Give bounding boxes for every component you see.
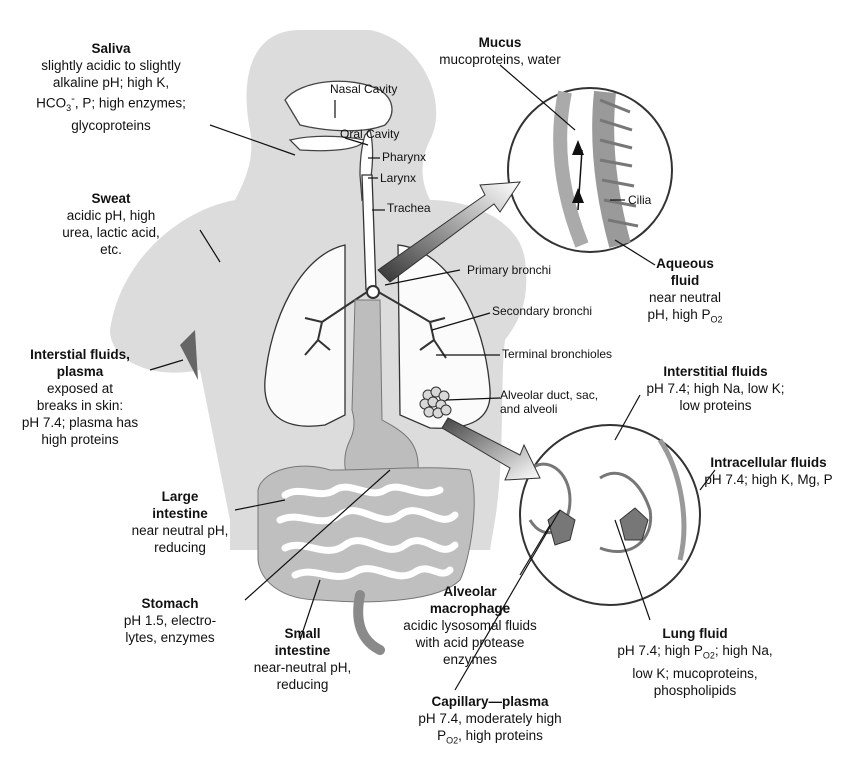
label-primary-bronchi: Primary bronchi bbox=[467, 263, 551, 277]
lung-fluid-line3: phospholipids bbox=[600, 682, 790, 699]
mucus-line1: mucoproteins, water bbox=[425, 51, 575, 68]
large-intestine-title1: Large bbox=[110, 488, 250, 505]
aqueous-label: Aqueous fluid near neutral pH, high PO2 bbox=[620, 255, 750, 329]
mucus-label: Mucus mucoproteins, water bbox=[425, 34, 575, 68]
interstitial-fluids-line1: pH 7.4; high Na, low K; bbox=[628, 380, 803, 397]
alveolar-macrophage-label: Alveolar macrophage acidic lysosomal flu… bbox=[385, 583, 555, 668]
label-cilia: Cilia bbox=[628, 193, 651, 207]
alveolar-macrophage-line2: with acid protease bbox=[385, 634, 555, 651]
stomach-title: Stomach bbox=[100, 595, 240, 612]
interstitial-plasma-line3: pH 7.4; plasma has bbox=[0, 414, 160, 431]
capillary-plasma-line1: pH 7.4, moderately high bbox=[390, 710, 590, 727]
interstitial-plasma-line1: exposed at bbox=[0, 380, 160, 397]
sweat-title: Sweat bbox=[36, 190, 186, 207]
intracellular-fluids-title: Intracellular fluids bbox=[690, 454, 847, 471]
interstitial-fluids-label: Interstitial fluids pH 7.4; high Na, low… bbox=[628, 363, 803, 414]
large-intestine-label: Large intestine near neutral pH, reducin… bbox=[110, 488, 250, 556]
aqueous-line2: pH, high PO2 bbox=[620, 306, 750, 329]
alveolar-macrophage-line3: enzymes bbox=[385, 651, 555, 668]
aqueous-line1: near neutral bbox=[620, 289, 750, 306]
label-terminal-bronchioles: Terminal bronchioles bbox=[502, 347, 612, 361]
lung-fluid-title: Lung fluid bbox=[600, 625, 790, 642]
saliva-line3: HCO3-, P; high enzymes; bbox=[0, 91, 222, 117]
label-nasal-cavity: Nasal Cavity bbox=[330, 82, 397, 96]
small-intestine-title2: intestine bbox=[235, 642, 370, 659]
large-intestine-line2: reducing bbox=[110, 539, 250, 556]
aqueous-title2: fluid bbox=[620, 272, 750, 289]
saliva-line2: alkaline pH; high K, bbox=[0, 74, 222, 91]
alveolar-macrophage-line1: acidic lysosomal fluids bbox=[385, 617, 555, 634]
label-alveolar: Alveolar duct, sac, and alveoli bbox=[500, 388, 598, 416]
small-intestine-title1: Small bbox=[235, 625, 370, 642]
label-larynx: Larynx bbox=[380, 171, 416, 185]
stomach-line1: pH 1.5, electro- bbox=[100, 612, 240, 629]
interstitial-plasma-line4: high proteins bbox=[0, 431, 160, 448]
sweat-label: Sweat acidic pH, high urea, lactic acid,… bbox=[36, 190, 186, 258]
small-intestine-line2: reducing bbox=[235, 676, 370, 693]
label-secondary-bronchi: Secondary bronchi bbox=[492, 304, 592, 318]
interstitial-plasma-title1: Interstial fluids, bbox=[0, 346, 160, 363]
sweat-line3: etc. bbox=[36, 241, 186, 258]
mucus-title: Mucus bbox=[425, 34, 575, 51]
interstitial-plasma-label: Interstial fluids, plasma exposed at bre… bbox=[0, 346, 160, 448]
capillary-plasma-line2: PO2, high proteins bbox=[390, 727, 590, 750]
alveolus-magnified-circle bbox=[520, 425, 700, 605]
label-oral-cavity: Oral Cavity bbox=[340, 127, 399, 141]
label-alveolar-line2: and alveoli bbox=[500, 402, 557, 416]
interstitial-plasma-title2: plasma bbox=[0, 363, 160, 380]
saliva-label: Saliva slightly acidic to slightly alkal… bbox=[0, 40, 222, 134]
sweat-line2: urea, lactic acid, bbox=[36, 224, 186, 241]
sweat-line1: acidic pH, high bbox=[36, 207, 186, 224]
lung-fluid-label: Lung fluid pH 7.4; high PO2; high Na, lo… bbox=[600, 625, 790, 699]
interstitial-fluids-title: Interstitial fluids bbox=[628, 363, 803, 380]
alveolar-macrophage-title1: Alveolar bbox=[385, 583, 555, 600]
large-intestine-line1: near neutral pH, bbox=[110, 522, 250, 539]
saliva-line4: glycoproteins bbox=[0, 117, 222, 134]
small-intestine-line1: near-neutral pH, bbox=[235, 659, 370, 676]
label-pharynx: Pharynx bbox=[382, 150, 426, 164]
saliva-line1: slightly acidic to slightly bbox=[0, 57, 222, 74]
aqueous-title1: Aqueous bbox=[620, 255, 750, 272]
large-intestine-title2: intestine bbox=[110, 505, 250, 522]
stomach-label: Stomach pH 1.5, electro- lytes, enzymes bbox=[100, 595, 240, 646]
intracellular-fluids-line1: pH 7.4; high K, Mg, P bbox=[690, 471, 847, 488]
intracellular-fluids-label: Intracellular fluids pH 7.4; high K, Mg,… bbox=[690, 454, 847, 488]
label-alveolar-line1: Alveolar duct, sac, bbox=[500, 388, 598, 402]
stomach-line2: lytes, enzymes bbox=[100, 629, 240, 646]
interstitial-fluids-line2: low proteins bbox=[628, 397, 803, 414]
saliva-title: Saliva bbox=[0, 40, 222, 57]
interstitial-plasma-line2: breaks in skin: bbox=[0, 397, 160, 414]
capillary-plasma-label: Capillary—plasma pH 7.4, moderately high… bbox=[390, 693, 590, 750]
airway-magnified-circle bbox=[508, 88, 672, 252]
lung-fluid-line1: pH 7.4; high PO2; high Na, bbox=[600, 642, 790, 665]
small-intestine-label: Small intestine near-neutral pH, reducin… bbox=[235, 625, 370, 693]
alveolar-macrophage-title2: macrophage bbox=[385, 600, 555, 617]
capillary-plasma-title: Capillary—plasma bbox=[390, 693, 590, 710]
label-trachea: Trachea bbox=[387, 201, 431, 215]
lung-fluid-line2: low K; mucoproteins, bbox=[600, 665, 790, 682]
